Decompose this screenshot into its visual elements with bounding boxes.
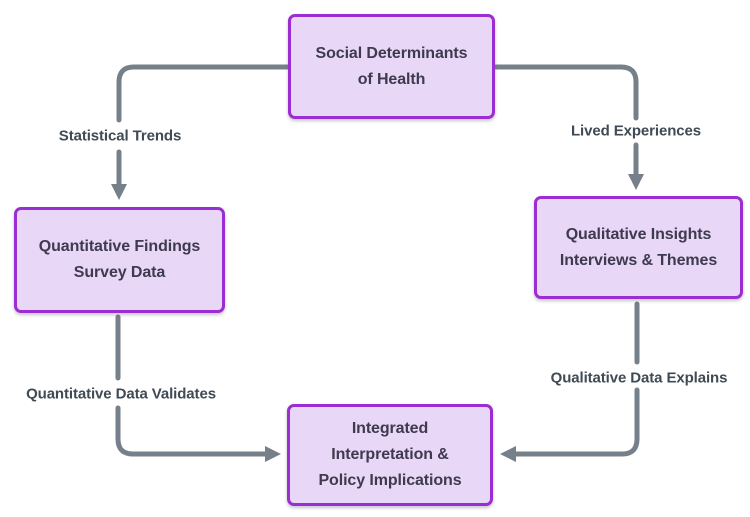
- edge-right-to-bottom-elbow: [513, 387, 640, 457]
- edge-left-to-bottom-elbow: [115, 405, 268, 457]
- edge-top-to-right-elbow: [492, 64, 639, 121]
- node-social-determinants: Social Determinants of Health: [288, 14, 495, 119]
- edge-left-to-bottom-arrowhead-icon: [265, 446, 281, 462]
- edge-label-statistical-trends: Statistical Trends: [58, 127, 182, 145]
- node-integrated-interpretation: Integrated Interpretation & Policy Impli…: [287, 404, 493, 506]
- edge-label-quantitative-data-validates: Quantitative Data Validates: [26, 385, 216, 403]
- node-qualitative-insights-label: Qualitative Insights Interviews & Themes: [559, 225, 718, 269]
- node-social-determinants-label: Social Determinants of Health: [315, 44, 468, 88]
- node-integrated-interpretation-label: Integrated Interpretation & Policy Impli…: [318, 420, 462, 489]
- node-quantitative-findings-label: Quantitative Findings Survey Data: [38, 238, 201, 281]
- node-qualitative-insights: Qualitative Insights Interviews & Themes: [534, 196, 743, 299]
- edge-label-qualitative-data-explains: Qualitative Data Explains: [550, 369, 728, 387]
- edge-top-to-left-arrowhead-icon: [111, 184, 127, 200]
- edge-label-lived-experiences: Lived Experiences: [570, 122, 702, 140]
- edge-top-to-left-elbow: [116, 64, 291, 123]
- edge-top-to-right-arrowhead-icon: [628, 174, 644, 190]
- node-quantitative-findings: Quantitative Findings Survey Data: [14, 207, 225, 313]
- edge-right-to-bottom-arrowhead-icon: [500, 446, 516, 462]
